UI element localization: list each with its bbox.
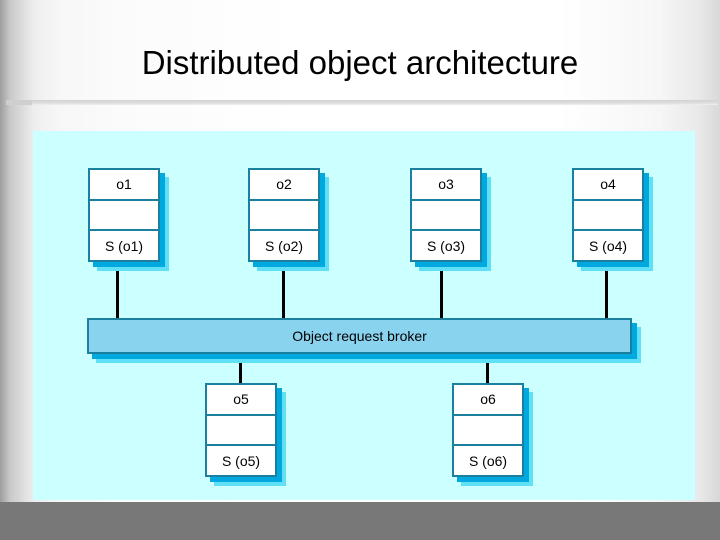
object-name-cell: o3 [412,170,480,201]
object-service-cell: S (o3) [412,231,480,261]
broker-label: Object request broker [87,318,632,354]
page-title: Distributed object architecture [141,44,579,81]
object-service-cell: S (o1) [90,231,158,261]
object-box-o2[interactable]: o2 S (o2) [248,168,329,271]
connector-o2-broker [282,261,285,318]
object-service-cell: S (o2) [250,231,318,261]
object-request-broker-bar[interactable]: Object request broker [87,318,641,363]
object-body: o6 S (o6) [452,383,524,477]
object-service-cell: S (o6) [454,446,522,476]
object-name-cell: o1 [90,170,158,201]
object-box-o1[interactable]: o1 S (o1) [88,168,169,271]
object-empty-cell [412,200,480,232]
object-body: o5 S (o5) [205,383,277,477]
object-empty-cell [574,200,642,232]
title-divider-cap [6,100,32,105]
object-name-cell: o5 [207,385,275,416]
footer-band [0,502,720,540]
connector-broker-o6 [486,354,489,383]
object-empty-cell [207,415,275,447]
diagram-canvas: o1 S (o1) o2 S (o2) o3 S (o3) [33,131,695,500]
object-empty-cell [454,415,522,447]
object-box-o4[interactable]: o4 S (o4) [572,168,653,271]
object-body: o3 S (o3) [410,168,482,262]
connector-o3-broker [440,261,443,318]
connector-o1-broker [116,261,119,318]
object-box-o6[interactable]: o6 S (o6) [452,383,533,486]
object-body: o1 S (o1) [88,168,160,262]
object-body: o2 S (o2) [248,168,320,262]
connector-broker-o5 [239,354,242,383]
object-body: o4 S (o4) [572,168,644,262]
object-box-o5[interactable]: o5 S (o5) [205,383,286,486]
title-divider [6,100,718,105]
object-box-o3[interactable]: o3 S (o3) [410,168,491,271]
object-empty-cell [250,200,318,232]
connector-o4-broker [605,261,608,318]
object-name-cell: o4 [574,170,642,201]
object-name-cell: o2 [250,170,318,201]
object-empty-cell [90,200,158,232]
object-service-cell: S (o4) [574,231,642,261]
object-service-cell: S (o5) [207,446,275,476]
object-name-cell: o6 [454,385,522,416]
